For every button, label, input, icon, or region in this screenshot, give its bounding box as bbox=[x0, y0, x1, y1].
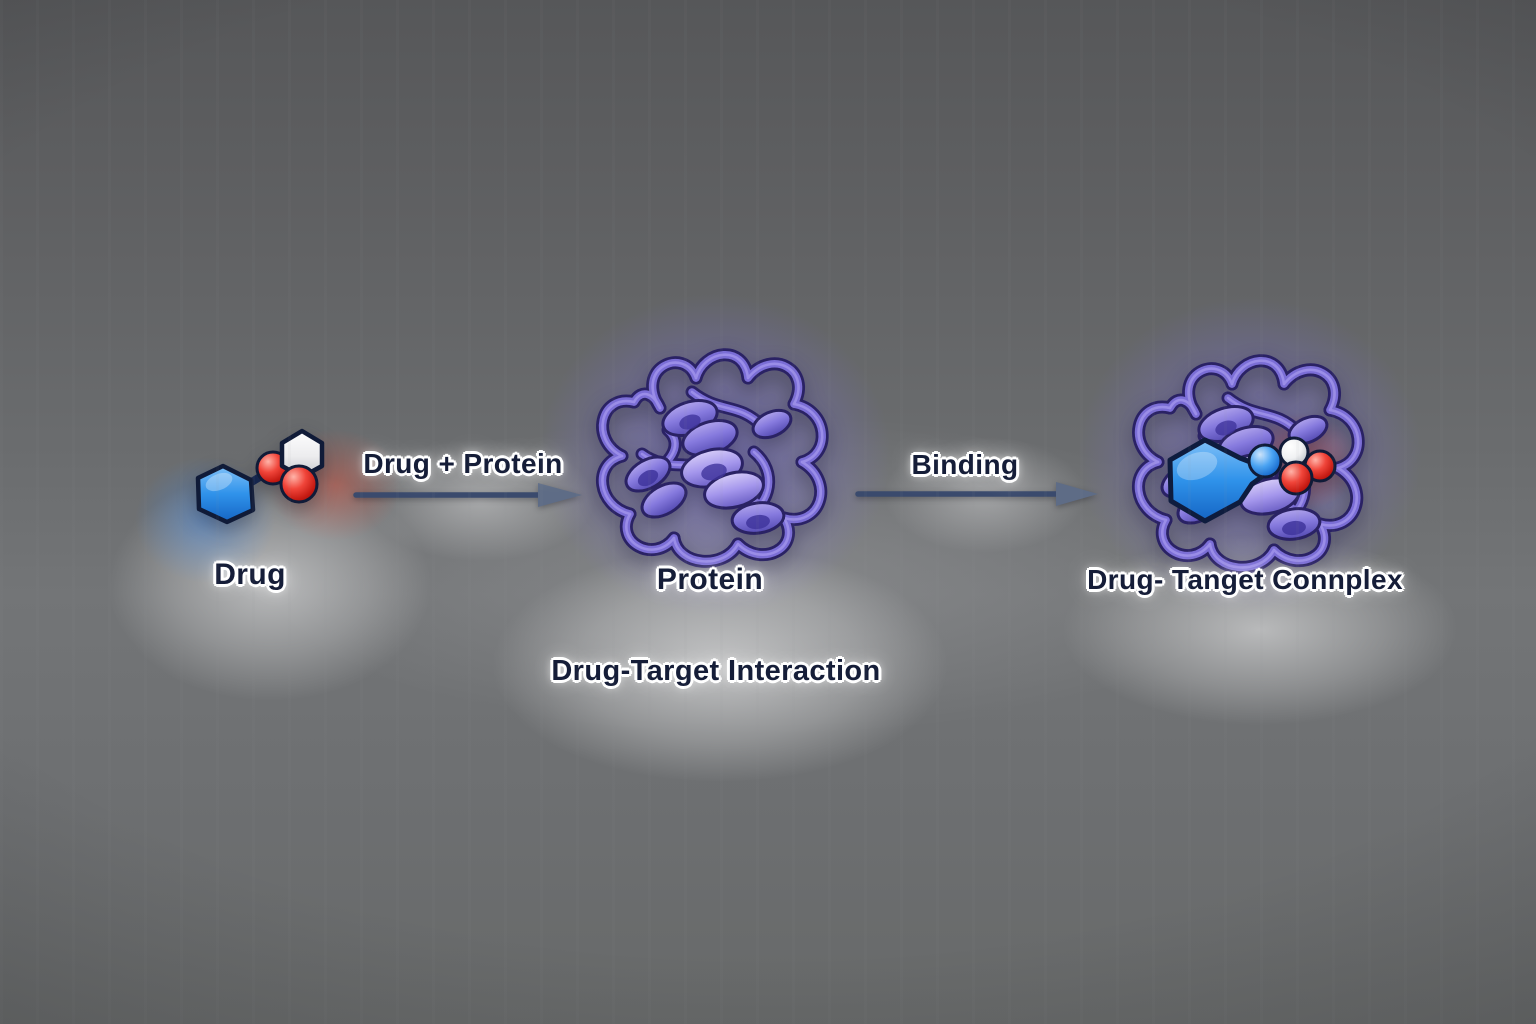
arrow-right-icon bbox=[855, 482, 1098, 506]
protein-ribbon-icon bbox=[572, 332, 852, 572]
diagram-caption: Drug-Target Interaction bbox=[551, 655, 881, 687]
complex-label: Drug- Tanget Connplex bbox=[1087, 564, 1403, 595]
arrow-right-icon bbox=[353, 483, 582, 507]
arrow-label-drug-plus-protein: Drug + Protein bbox=[363, 448, 563, 479]
arrow-label-binding: Binding bbox=[911, 449, 1019, 480]
drug-label: Drug bbox=[214, 558, 286, 591]
drug-molecule-icon bbox=[195, 428, 325, 525]
protein-label: Protein bbox=[656, 563, 764, 596]
drug-target-complex-icon bbox=[1103, 333, 1393, 583]
